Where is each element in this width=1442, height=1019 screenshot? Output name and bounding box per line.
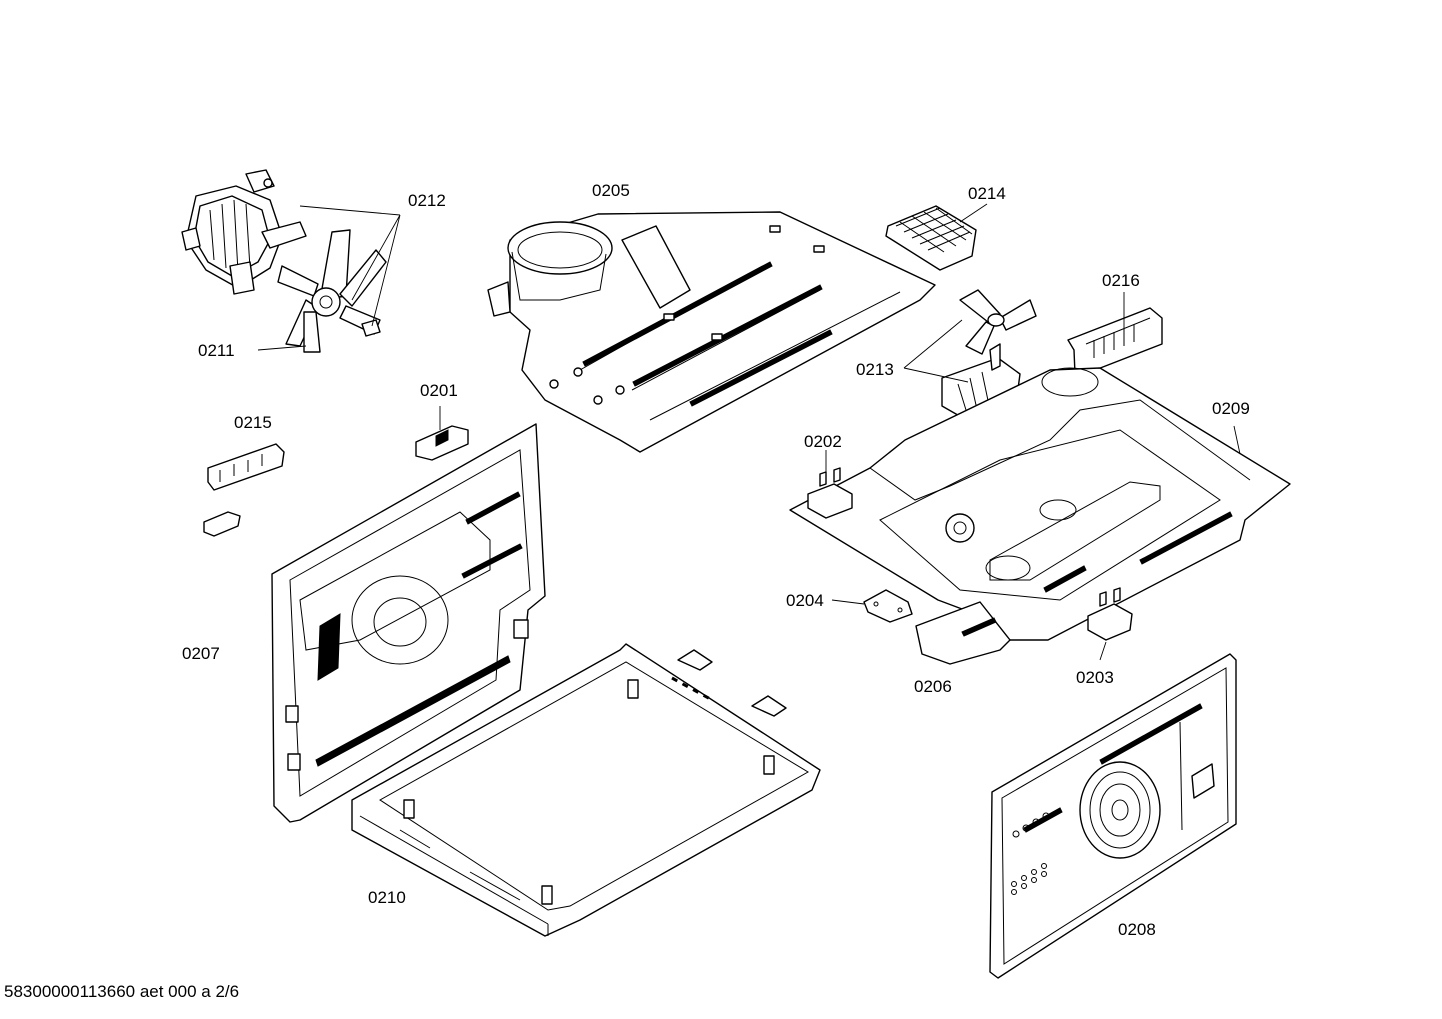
label-0214: 0214 bbox=[968, 184, 1006, 203]
part-0209-base-plate bbox=[789, 367, 1291, 641]
label-0209: 0209 bbox=[1212, 399, 1250, 418]
label-0201: 0201 bbox=[420, 381, 458, 400]
label-0207: 0207 bbox=[182, 644, 220, 663]
part-0211-fan-blade bbox=[277, 229, 387, 353]
ventilation-holes bbox=[1011, 812, 1050, 895]
part-0207-rear-panel bbox=[271, 423, 546, 823]
part-0205-duct-cover bbox=[487, 211, 936, 453]
part-0215-switch-block bbox=[203, 443, 285, 537]
part-0208-cavity-panel bbox=[989, 653, 1237, 979]
label-0206: 0206 bbox=[914, 677, 952, 696]
part-0213-cooling-fan bbox=[941, 289, 1037, 423]
label-0208: 0208 bbox=[1118, 920, 1156, 939]
part-0214-grid-filter bbox=[885, 205, 977, 271]
part-0212-nut bbox=[361, 319, 381, 337]
document-reference-footer: 58300000113660 aet 000 a 2/6 bbox=[4, 982, 240, 1001]
part-0201-terminal bbox=[415, 425, 469, 461]
part-0210-bottom-tray bbox=[351, 643, 821, 937]
part-0206-rear-plate bbox=[915, 601, 1011, 665]
part-0212-fan-motor bbox=[181, 169, 307, 295]
label-0215: 0215 bbox=[234, 413, 272, 432]
label-0202: 0202 bbox=[804, 432, 842, 451]
label-0213: 0213 bbox=[856, 360, 894, 379]
part-0203-switch bbox=[1087, 587, 1133, 641]
label-0212: 0212 bbox=[408, 191, 446, 210]
label-0203: 0203 bbox=[1076, 668, 1114, 687]
part-0204-clip bbox=[863, 589, 913, 623]
label-0205: 0205 bbox=[592, 181, 630, 200]
label-0216: 0216 bbox=[1102, 271, 1140, 290]
label-0210: 0210 bbox=[368, 888, 406, 907]
label-0204: 0204 bbox=[786, 591, 824, 610]
label-0211: 0211 bbox=[198, 341, 235, 360]
part-0202-switch bbox=[807, 467, 853, 519]
